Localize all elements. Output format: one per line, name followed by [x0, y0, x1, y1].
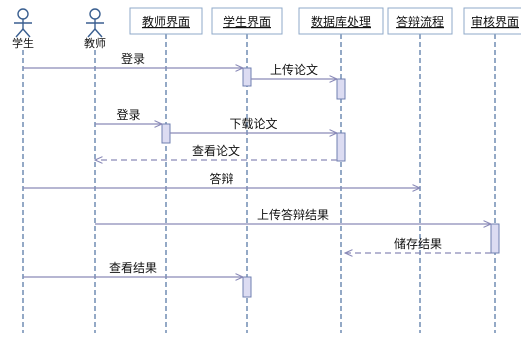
message-label: 答辩 [209, 171, 233, 186]
lifeline-label: 数据库处理 [311, 14, 371, 29]
message-label: 上传答辩结果 [257, 207, 329, 222]
actor-label: 教师 [84, 37, 106, 50]
message: 登录 [95, 107, 162, 124]
message: 上传论文 [251, 62, 337, 79]
actor-figure-icon [86, 8, 104, 38]
message: 登录 [23, 51, 243, 68]
activation-db [336, 78, 346, 100]
message: 储存结果 [345, 236, 491, 253]
lifeline-label: 教师界面 [142, 14, 190, 29]
message-label: 上传论文 [270, 62, 318, 77]
message: 答辩 [23, 171, 420, 188]
message: 上传答辩结果 [95, 207, 491, 224]
message-label: 查看结果 [109, 261, 157, 275]
activation-teacher_ui [161, 123, 171, 144]
activation-student_ui [242, 67, 252, 87]
activation-student_ui [242, 276, 252, 298]
lifeline-label: 审核界面 [471, 14, 519, 29]
actor-teacher: 教师 [84, 8, 106, 50]
message: 下载论文 [170, 116, 337, 133]
activation-db [336, 132, 346, 162]
message-label: 查看论文 [192, 143, 240, 158]
lifeline-label: 学生界面 [223, 14, 271, 29]
actor-label: 学生 [12, 36, 34, 50]
lifeline-box-teacher_ui: 教师界面 [129, 7, 203, 35]
lifeline-label: 答辩流程 [396, 14, 444, 29]
lifeline-box-db: 数据库处理 [298, 7, 384, 35]
activation-review_ui [490, 223, 500, 254]
lifeline-box-student_ui: 学生界面 [211, 7, 283, 35]
actor-figure-icon [14, 8, 32, 38]
message: 查看结果 [23, 261, 243, 277]
message-label: 登录 [116, 107, 140, 122]
message-label: 登录 [121, 51, 145, 66]
lifeline-box-review_ui: 审核界面 [463, 7, 521, 35]
message: 查看论文 [95, 143, 337, 160]
actor-student: 学生 [12, 8, 34, 50]
lifeline-box-defense: 答辩流程 [387, 7, 453, 35]
message-label: 下载论文 [229, 116, 277, 131]
message-label: 储存结果 [394, 236, 442, 251]
